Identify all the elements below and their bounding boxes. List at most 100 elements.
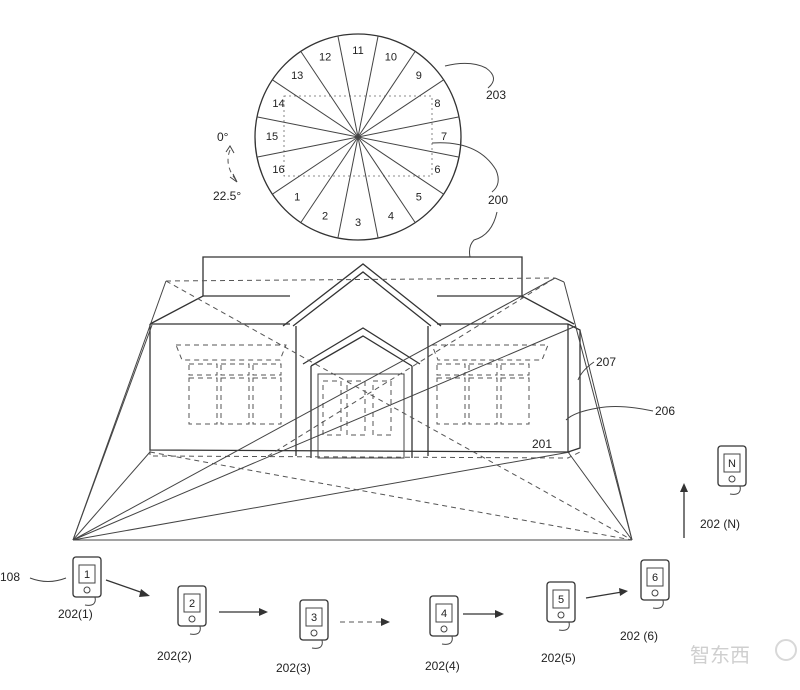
sight-lines [72, 277, 633, 541]
compass-spoke [357, 51, 416, 138]
left-transom-2 [220, 363, 250, 376]
compass-segment-label: 2 [322, 210, 328, 222]
left-transom-3 [252, 363, 282, 376]
right-transom-1 [436, 363, 466, 376]
phone-button [440, 625, 448, 633]
compass-segment-label: 16 [272, 164, 284, 176]
phone-button [83, 586, 91, 594]
phone-button [188, 615, 196, 623]
device-leader [652, 599, 664, 609]
compass-spoke [272, 136, 359, 195]
left-window-2 [220, 377, 250, 425]
phone-icon [72, 556, 102, 598]
device-caption: 202(5) [541, 651, 576, 665]
ground-line [149, 450, 581, 459]
phone-icon [640, 559, 670, 601]
compass-ref-label: 200 [488, 193, 508, 207]
compass-spoke [300, 51, 359, 138]
compass-spoke [357, 136, 460, 158]
inner-gable-inner [310, 335, 413, 367]
device-number: 1 [84, 569, 90, 581]
phone-icon [299, 599, 329, 641]
watermark: 智东西 [690, 644, 750, 667]
compass-segment-label: 3 [355, 217, 361, 229]
edge-leader-207 [577, 361, 595, 381]
device-ref-label: 108 [0, 570, 20, 584]
left-window-3 [252, 377, 282, 425]
compass-spoke [357, 79, 444, 138]
compass-segment-label: 11 [352, 45, 363, 57]
compass-spoke [357, 116, 460, 138]
edge-label-207: 207 [596, 355, 616, 369]
compass-spoke [357, 136, 379, 239]
step-angle-label: 22.5° [213, 189, 241, 203]
compass-spoke [300, 136, 359, 223]
device-leader [558, 621, 570, 631]
ring-ref-leader [444, 62, 494, 89]
compass-dotted-rect [283, 95, 433, 177]
phone-screen [305, 607, 323, 627]
compass-segment-label: 13 [291, 70, 303, 82]
device-number: 2 [189, 598, 195, 610]
device-leader [441, 635, 453, 645]
compass-segment-label: 6 [434, 164, 440, 176]
right-window-1 [436, 377, 466, 425]
phone-screen [646, 567, 664, 587]
mobile-device: 1 202(1) [58, 556, 102, 621]
device-leader [189, 625, 201, 635]
roof-box [202, 256, 523, 298]
right-transom-2 [468, 363, 498, 376]
device-caption: 202(2) [157, 649, 192, 663]
left-awning [175, 344, 287, 361]
phone-button [651, 589, 659, 597]
phone-button [728, 475, 736, 483]
compass-spoke [337, 35, 359, 138]
compass-segment-label: 15 [266, 131, 278, 143]
compass-spoke [337, 136, 359, 239]
compass-segment-label: 10 [385, 51, 397, 63]
compass-segment-label: 12 [319, 51, 331, 63]
device-leader [729, 485, 741, 495]
compass-spoke [256, 116, 359, 138]
compass-segment-label: 9 [416, 70, 422, 82]
phone-icon [429, 595, 459, 637]
compass-spoke [357, 136, 416, 223]
phone-screen [183, 593, 201, 613]
compass-segment-label: 8 [434, 98, 440, 110]
phone-screen [78, 564, 96, 584]
device-leader [311, 639, 323, 649]
entry-frame [317, 373, 405, 459]
building: 201 [149, 256, 581, 459]
ring-ref-label: 203 [486, 88, 506, 102]
compass-spokes [256, 35, 460, 239]
right-transom-3 [500, 363, 530, 376]
compass-segment-label: 7 [441, 131, 447, 143]
phone-button [310, 629, 318, 637]
device-caption: 202 (N) [700, 517, 740, 531]
outer-gable [282, 263, 442, 327]
side-wall [567, 323, 581, 453]
building-label: 201 [532, 437, 552, 451]
outer-gable-inner [292, 271, 432, 327]
device-caption: 202(1) [58, 607, 93, 621]
device-caption: 202 (6) [620, 629, 658, 643]
door-1 [322, 380, 342, 436]
compass-ref-leader-top [431, 142, 499, 193]
device-number: 5 [558, 594, 564, 606]
device-caption: 202(3) [276, 661, 311, 675]
movement-arrows [105, 483, 688, 626]
mobile-device: 2 202(2) [157, 585, 207, 663]
watermark-icon [775, 639, 797, 661]
compass-spoke [256, 136, 359, 158]
door-3 [372, 380, 392, 436]
phone-screen [723, 453, 741, 473]
